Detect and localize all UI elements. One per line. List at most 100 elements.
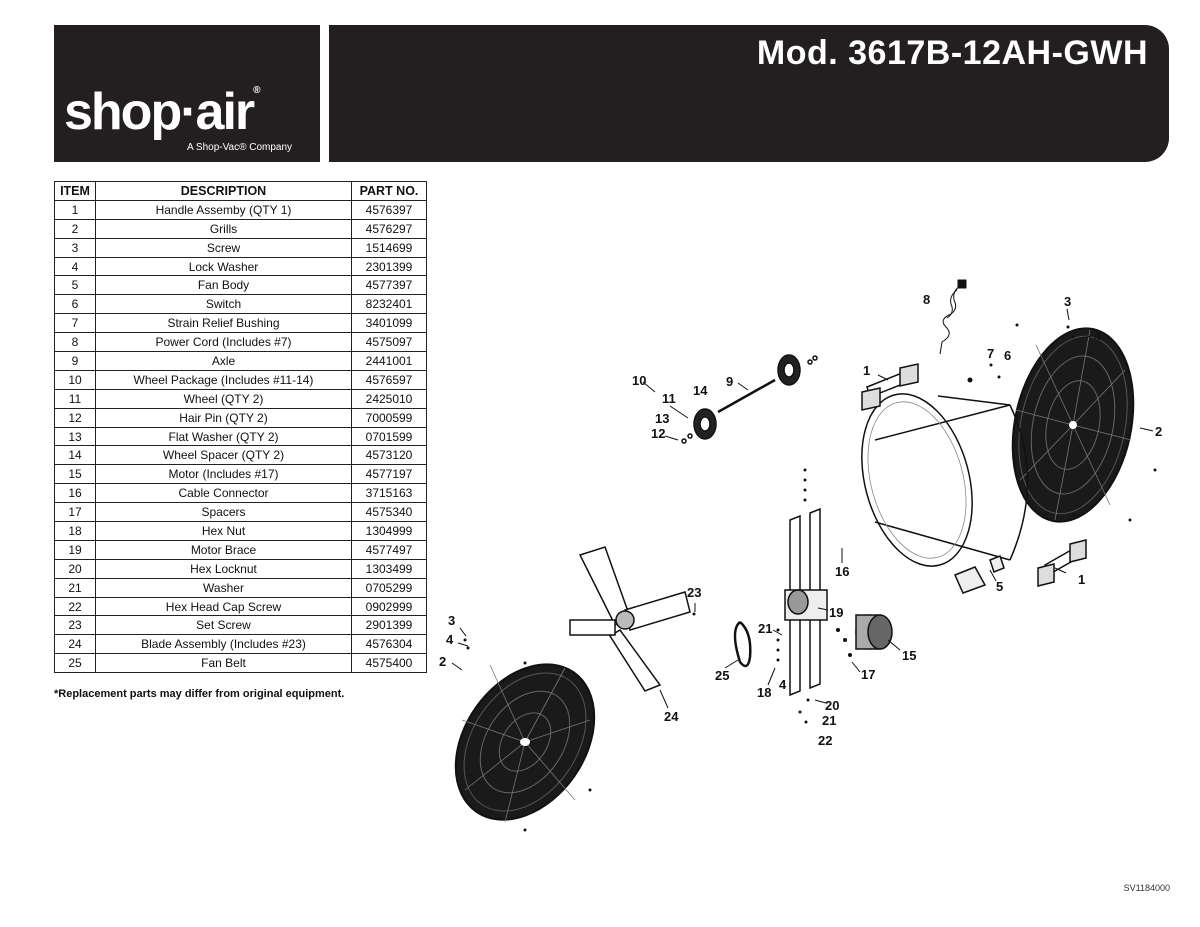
cell-part-number: 4575340 xyxy=(351,502,427,523)
fan-body xyxy=(861,393,1029,594)
cell-part-number: 4577197 xyxy=(351,464,427,485)
callout-label: 21 xyxy=(822,713,836,728)
blade-assembly xyxy=(569,546,691,692)
callout-label: 6 xyxy=(1004,348,1011,363)
callout-label: 8 xyxy=(923,292,930,307)
cell-description: Wheel Spacer (QTY 2) xyxy=(95,445,352,466)
callout-label: 4 xyxy=(779,677,787,692)
leader-lines xyxy=(451,308,1154,709)
callout-label: 25 xyxy=(715,668,729,683)
cell-part-number: 4576304 xyxy=(351,634,427,655)
callout-labels: 1 1 2 2 3 3 4 4 4 5 6 7 8 9 10 11 12 13 … xyxy=(439,292,1162,748)
callout-label: 11 xyxy=(662,391,676,406)
hardware-dots xyxy=(463,323,1157,832)
cell-part-number: 0701599 xyxy=(351,426,427,447)
callout-label: 5 xyxy=(996,579,1003,594)
model-number: Mod. 3617B-12AH-GWH xyxy=(756,34,1148,72)
cell-part-number: 4575097 xyxy=(351,332,427,353)
cell-description: Hair Pin (QTY 2) xyxy=(95,407,352,428)
title-panel xyxy=(329,25,1169,162)
cell-part-number: 2301399 xyxy=(351,256,427,277)
cell-description: Screw xyxy=(95,237,352,258)
callout-label: 3 xyxy=(448,613,455,628)
cell-description: Fan Body xyxy=(95,275,352,296)
cell-item: 16 xyxy=(54,483,96,504)
cell-part-number: 2425010 xyxy=(351,388,427,409)
callout-label: 23 xyxy=(687,585,701,600)
cell-description: Axle xyxy=(95,351,352,371)
cell-item: 11 xyxy=(54,388,96,409)
grill-left xyxy=(454,663,596,823)
cell-part-number: 4575400 xyxy=(351,653,427,674)
cell-part-number: 1514699 xyxy=(351,237,427,258)
cell-description: Fan Belt xyxy=(95,653,352,674)
callout-label: 16 xyxy=(835,564,849,579)
cell-description: Cable Connector xyxy=(95,483,352,504)
callout-label: 4 xyxy=(446,632,454,647)
callout-label: 13 xyxy=(655,411,669,426)
callout-label: 14 xyxy=(693,383,708,398)
cell-part-number: 2441001 xyxy=(351,351,427,371)
cell-part-number: 4577397 xyxy=(351,275,427,296)
cell-description: Wheel (QTY 2) xyxy=(95,388,352,409)
callout-label: 1 xyxy=(1078,572,1085,587)
cell-description: Blade Assembly (Includes #23) xyxy=(95,634,352,655)
brand-logo: shop·air® xyxy=(64,83,261,141)
brand-tagline: A Shop-Vac® Company xyxy=(187,142,293,153)
callout-label: 4 xyxy=(1094,328,1102,343)
cell-part-number: 4573120 xyxy=(351,445,427,466)
callout-label: 15 xyxy=(902,648,916,663)
cell-part-number: 1304999 xyxy=(351,521,427,541)
grill-right xyxy=(1011,327,1135,523)
callout-label: 24 xyxy=(664,709,679,724)
handle-top xyxy=(861,363,919,411)
fan-belt xyxy=(733,621,752,668)
cell-description: Strain Relief Bushing xyxy=(95,313,352,334)
cell-part-number: 7000599 xyxy=(351,407,427,428)
callout-label: 22 xyxy=(818,733,832,748)
wheel-set xyxy=(681,354,818,444)
cell-description: Wheel Package (Includes #11-14) xyxy=(95,369,352,390)
cell-description: Lock Washer xyxy=(95,256,352,277)
callout-label: 7 xyxy=(987,346,994,361)
cell-description: Motor (Includes #17) xyxy=(95,464,352,485)
cell-part-number: 8232401 xyxy=(351,294,427,315)
document-code: SV1184000 xyxy=(1123,883,1170,893)
cell-part-number: 4576597 xyxy=(351,369,427,390)
cell-description: Flat Washer (QTY 2) xyxy=(95,426,352,447)
cell-item: 13 xyxy=(54,426,96,447)
motor-brace xyxy=(784,507,828,697)
motor xyxy=(855,614,893,650)
callout-label: 2 xyxy=(1155,424,1162,439)
callout-label: 12 xyxy=(651,426,665,441)
callout-label: 2 xyxy=(439,654,446,669)
cell-item: 10 xyxy=(54,369,96,390)
callout-label: 1 xyxy=(863,363,870,378)
callout-label: 20 xyxy=(825,698,839,713)
callout-label: 18 xyxy=(757,685,771,700)
callout-label: 19 xyxy=(829,605,843,620)
cell-part-number: 3401099 xyxy=(351,313,427,334)
cell-part-number: 4576397 xyxy=(351,199,427,220)
power-cord xyxy=(939,279,967,355)
cell-item: 15 xyxy=(54,464,96,485)
